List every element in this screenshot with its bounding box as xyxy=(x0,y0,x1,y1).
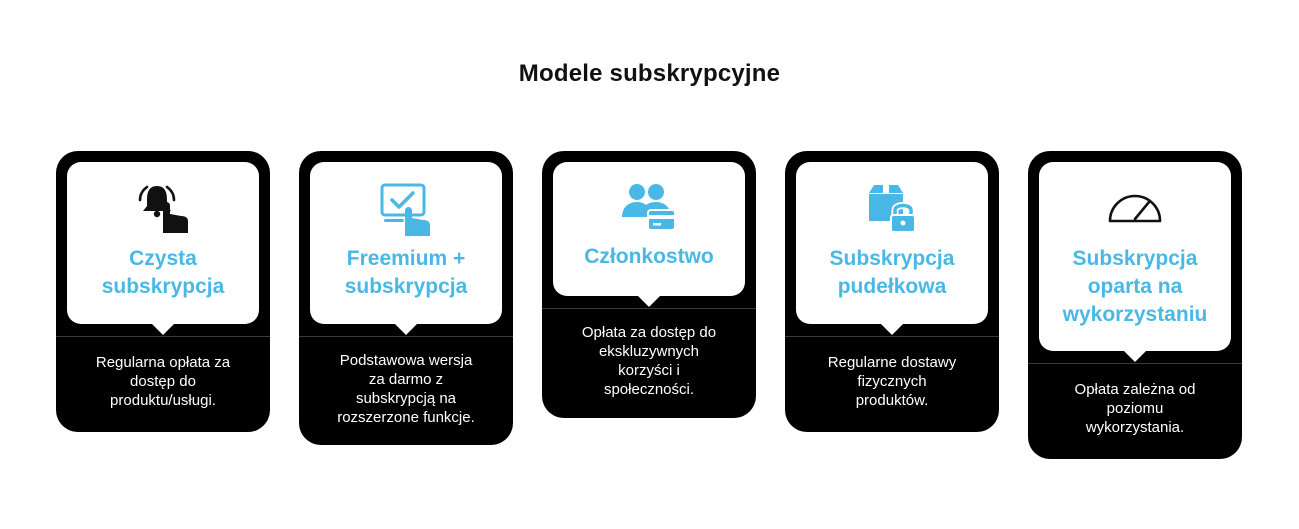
gauge-icon xyxy=(1108,194,1162,223)
card-header-panel: Członkostwo xyxy=(553,162,745,307)
panel-pointer xyxy=(395,324,417,335)
card-heading: Freemium + subskrypcja xyxy=(344,247,468,298)
card-divider xyxy=(299,336,513,337)
card-divider xyxy=(785,336,999,337)
card-header-panel: Subskrypcja pudełkowa xyxy=(796,162,988,335)
bell-touch-icon xyxy=(138,185,188,233)
card-divider xyxy=(542,308,756,309)
card-heading: Czysta subskrypcja xyxy=(101,247,225,298)
card-description: Opłata zależna od poziomu wykorzystania. xyxy=(1074,381,1196,436)
card-description: Opłata za dostęp do ekskluzywnych korzyś… xyxy=(581,324,717,398)
model-card-pure-subscription: Czysta subskrypcja Regularna opłata za d… xyxy=(56,151,270,432)
card-header-panel: Subskrypcja oparta na wykorzystaniu xyxy=(1039,162,1231,362)
model-card-box-subscription: Subskrypcja pudełkowa Regularne dostawy … xyxy=(785,151,999,432)
panel-pointer xyxy=(1124,351,1146,362)
screen-check-touch-icon xyxy=(380,183,430,236)
card-header-panel: Freemium + subskrypcja xyxy=(310,162,502,335)
panel-pointer xyxy=(881,324,903,335)
page-title: Modele subskrypcyjne xyxy=(518,60,781,87)
card-heading: Subskrypcja oparta na wykorzystaniu xyxy=(1062,247,1208,326)
card-divider xyxy=(1028,363,1242,364)
panel-pointer xyxy=(638,296,660,307)
panel-pointer xyxy=(152,324,174,335)
box-lock-icon xyxy=(869,185,916,233)
users-card-icon xyxy=(622,184,676,231)
card-description: Regularne dostawy fizycznych produktów. xyxy=(827,354,957,409)
card-heading: Członkostwo xyxy=(584,245,714,268)
model-card-freemium: Freemium + subskrypcja Podstawowa wersja… xyxy=(299,151,513,445)
card-description: Regularna opłata za dostęp do produktu/u… xyxy=(95,354,231,409)
card-heading: Subskrypcja pudełkowa xyxy=(829,247,955,298)
model-card-usage-based: Subskrypcja oparta na wykorzystaniu Opła… xyxy=(1028,151,1242,459)
card-description: Podstawowa wersja za darmo z subskrypcją… xyxy=(337,352,475,426)
card-divider xyxy=(56,336,270,337)
model-card-membership: Członkostwo Opłata za dostęp do ekskluzy… xyxy=(542,151,756,418)
card-header-panel: Czysta subskrypcja xyxy=(67,162,259,335)
